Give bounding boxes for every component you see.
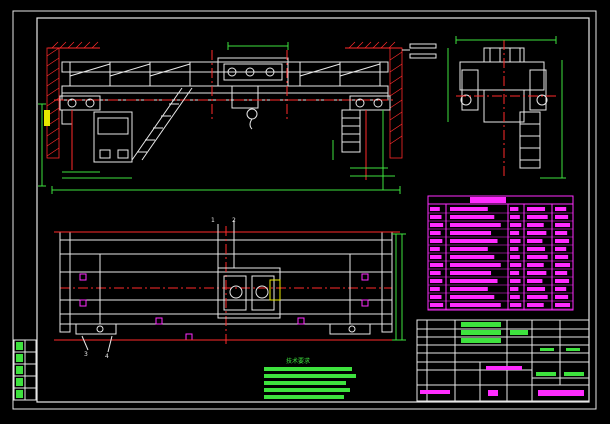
table-cell	[510, 263, 522, 267]
plan-drive-units	[75, 254, 371, 341]
balloon-labels: 1 2 3 4	[81, 217, 236, 360]
operator-cab	[93, 111, 133, 163]
table-cell	[555, 231, 568, 235]
table-cell	[527, 215, 548, 219]
table-cell	[555, 215, 569, 219]
table-cell	[510, 215, 520, 219]
table-cell	[450, 303, 501, 307]
table-cell	[555, 263, 571, 267]
table-cell	[510, 239, 521, 243]
side-elevation-view	[447, 36, 566, 179]
plan-view: 1 2 3 4	[54, 217, 406, 360]
table-cell	[510, 295, 520, 299]
table-cell	[555, 295, 569, 299]
table-cell	[527, 263, 544, 267]
front-elevation-view	[38, 41, 437, 194]
table-cell	[430, 247, 440, 251]
table-cell	[450, 263, 501, 267]
technical-notes: 技术要求	[264, 357, 356, 399]
table-cell	[430, 215, 442, 219]
table-cell	[430, 255, 442, 259]
table-cell	[430, 239, 443, 243]
table-cell	[527, 295, 548, 299]
table-cell	[527, 271, 547, 275]
balloon-2: 2	[232, 217, 236, 224]
table-cell	[555, 279, 570, 283]
table-cell	[527, 239, 543, 243]
table-cell	[450, 215, 495, 219]
table-cell	[450, 271, 492, 275]
table-cell	[430, 287, 440, 291]
walkway-railing	[69, 62, 381, 86]
table-cell	[510, 279, 521, 283]
sheet-inner-frame	[36, 17, 590, 403]
access-ladder	[131, 87, 193, 161]
table-cell	[527, 303, 544, 307]
table-cell	[527, 287, 546, 291]
table-cell	[450, 247, 488, 251]
parameter-table-rows	[428, 207, 573, 310]
table-cell	[510, 271, 520, 275]
binding-margin-table	[13, 339, 37, 401]
table-cell	[430, 279, 443, 283]
table-cell	[555, 303, 571, 307]
table-cell	[527, 231, 547, 235]
main-girder	[61, 61, 389, 73]
table-cell	[510, 247, 519, 251]
table-cell	[510, 223, 522, 227]
plan-trolley	[217, 267, 281, 319]
table-cell	[450, 231, 492, 235]
left-wall-hatch	[46, 47, 60, 159]
maintenance-cage	[341, 109, 361, 153]
table-cell	[450, 279, 498, 283]
table-cell	[450, 223, 501, 227]
balloon-3: 3	[84, 351, 88, 358]
table-cell	[527, 223, 544, 227]
table-cell	[527, 255, 548, 259]
table-cell	[510, 231, 520, 235]
table-cell	[527, 247, 546, 251]
table-cell	[510, 207, 519, 211]
table-cell	[430, 295, 442, 299]
roof-hatch-right	[345, 41, 402, 49]
table-cell	[555, 207, 567, 211]
table-cell	[555, 223, 571, 227]
table-cell	[450, 255, 495, 259]
table-cell	[430, 303, 444, 307]
table-cell	[430, 263, 444, 267]
table-cell	[450, 239, 498, 243]
right-wall-hatch	[389, 47, 403, 159]
table-cell	[510, 287, 519, 291]
table-cell	[450, 295, 495, 299]
table-cell	[430, 231, 441, 235]
table-cell	[555, 287, 567, 291]
table-cell	[555, 247, 567, 251]
table-cell	[510, 255, 520, 259]
end-carriage-right	[349, 95, 391, 111]
table-cell	[555, 271, 568, 275]
table-cell	[527, 279, 543, 283]
table-cell	[555, 239, 570, 243]
table-cell	[450, 287, 488, 291]
table-cell	[450, 207, 488, 211]
roof-hatch-left	[48, 41, 100, 49]
notes-title: 技术要求	[286, 357, 310, 365]
front-view-dimensions	[38, 42, 401, 194]
trolley-assembly	[217, 57, 289, 130]
balloon-4: 4	[105, 353, 109, 360]
title-block	[416, 319, 590, 402]
table-cell	[430, 207, 440, 211]
table-cell	[527, 207, 546, 211]
rail-beams	[402, 43, 437, 59]
table-cell	[555, 255, 569, 259]
balloon-1: 1	[211, 217, 215, 224]
sheet-outer-frame	[12, 10, 597, 410]
table-cell	[430, 223, 444, 227]
table-cell	[510, 303, 522, 307]
table-cell	[430, 271, 441, 275]
